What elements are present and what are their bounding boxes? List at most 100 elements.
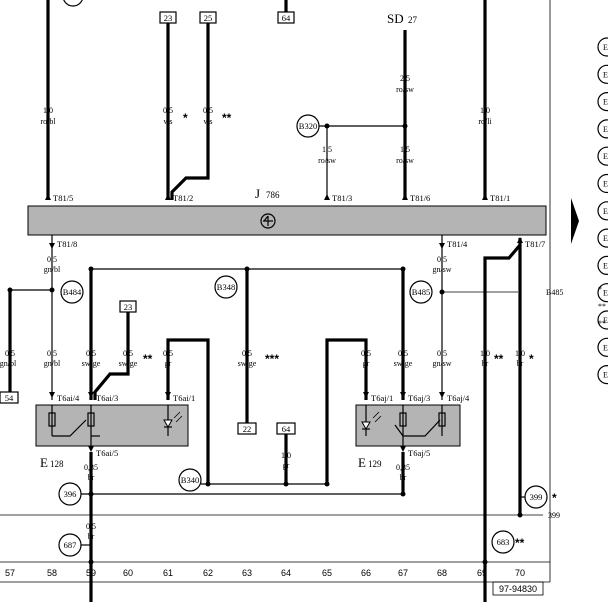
svg-text:0,5: 0,5 — [123, 349, 133, 358]
legend-circle — [597, 255, 608, 275]
svg-text:687: 687 — [64, 540, 77, 550]
svg-text:0,5: 0,5 — [361, 349, 371, 358]
svg-text:0,5: 0,5 — [47, 349, 57, 358]
wire-e129-br: 0,35 br — [396, 452, 410, 494]
switch-icon — [48, 405, 100, 437]
svg-text:ro/sw: ro/sw — [318, 156, 336, 165]
column-number: 65 — [322, 568, 332, 578]
svg-text:1,5: 1,5 — [322, 145, 332, 154]
svg-text:B484: B484 — [63, 287, 82, 297]
switch-icon-2 — [394, 405, 446, 437]
legend-item: E — [603, 371, 608, 380]
svg-text:gn/bl: gn/bl — [44, 265, 61, 274]
svg-text:0,5: 0,5 — [5, 349, 15, 358]
star-double: ** — [222, 111, 232, 125]
legend-circle — [597, 92, 608, 112]
legend-circle — [597, 173, 608, 194]
wire-col70: 1,0 br — [515, 349, 525, 368]
legend-item: E — [603, 207, 608, 216]
svg-text:0,5: 0,5 — [86, 522, 96, 531]
legend-circle — [597, 64, 608, 84]
wire-col67: 0,5 sw/ge — [394, 269, 413, 400]
svg-text:ro/bl: ro/bl — [40, 117, 56, 126]
svg-text:ro/li: ro/li — [478, 117, 492, 126]
pins-e128: T6ai/4 T6ai/3 T6ai/1 — [49, 392, 195, 403]
legend-circle — [597, 337, 608, 357]
svg-text:0,5: 0,5 — [163, 349, 173, 358]
pin-T6aj-5: T6aj/5 — [408, 448, 430, 458]
star-single-3: * — [552, 491, 557, 505]
svg-text:T81/5: T81/5 — [53, 193, 73, 203]
svg-text:1,0: 1,0 — [43, 106, 53, 115]
svg-text:1,0: 1,0 — [480, 106, 490, 115]
svg-text:T81/4: T81/4 — [447, 239, 468, 249]
legend-mark: * — [598, 285, 602, 294]
star-double-2: ** — [143, 352, 153, 366]
diagram-code: 97-94830 — [499, 584, 537, 594]
svg-text:683: 683 — [497, 537, 510, 547]
component-e128: E — [40, 455, 48, 470]
wire-col57: 0,5 gn/bl — [0, 349, 17, 368]
wire-col61: 0,5 gr — [163, 338, 210, 486]
svg-text:T81/1: T81/1 — [490, 193, 510, 203]
legend-item: E — [603, 234, 608, 243]
component-sd: SD — [387, 11, 404, 26]
wire-col66: 0,5 gr — [325, 338, 371, 484]
legend-item: E — [603, 343, 608, 352]
led-icon-2 — [361, 405, 382, 436]
legend-circle — [597, 146, 608, 166]
legend-item: E — [603, 289, 608, 298]
ref-box-22 — [237, 422, 257, 435]
wire-ro-sw-sd: 2,5 ro/sw 1,5 ro/sw — [396, 30, 414, 200]
ref-25: 25 — [204, 13, 213, 23]
svg-text:T6aj/4: T6aj/4 — [447, 393, 470, 403]
legend-item: E — [603, 180, 608, 189]
legend-item: E — [603, 261, 608, 270]
svg-text:gr: gr — [283, 461, 290, 470]
svg-text:T81/3: T81/3 — [332, 193, 352, 203]
svg-text:gn/sw: gn/sw — [432, 359, 451, 368]
svg-text:399: 399 — [530, 492, 543, 502]
column-number: 57 — [5, 568, 15, 578]
legend-item: E — [603, 43, 608, 52]
column-number: 58 — [47, 568, 57, 578]
component-e129-sub: 129 — [368, 459, 382, 469]
legend-circle — [597, 310, 608, 330]
svg-text:br: br — [88, 473, 95, 482]
connection-B348 — [214, 275, 238, 299]
wire-col68: 0,5 gn/sw — [432, 349, 451, 368]
star-double-4: ** — [515, 536, 525, 550]
wire-ro-sw-b320: 1,5 ro/sw — [318, 126, 336, 200]
svg-text:ws: ws — [204, 117, 213, 126]
legend-circle — [597, 201, 608, 221]
svg-text:br: br — [88, 532, 95, 541]
svg-text:T6aj/3: T6aj/3 — [408, 393, 430, 403]
svg-text:B485: B485 — [412, 287, 430, 297]
svg-text:sw/ge: sw/ge — [394, 359, 413, 368]
svg-text:T6ai/1: T6ai/1 — [173, 393, 195, 403]
column-number: 62 — [203, 568, 213, 578]
svg-text:gn/bl: gn/bl — [0, 359, 17, 368]
svg-text:0,5: 0,5 — [203, 106, 213, 115]
column-number: 66 — [361, 568, 371, 578]
star-single-2: * — [529, 352, 534, 366]
wire-ws-right: 0,5 ws — [170, 23, 213, 200]
star-triple: *** — [265, 352, 279, 366]
ref-box-54 — [0, 391, 19, 404]
partial-circle-top — [63, 0, 83, 7]
diagram-code-box — [492, 581, 544, 596]
side-label-399: 399 — [548, 511, 560, 520]
wire-col64: 1,0 gr — [281, 434, 291, 484]
wire-ro-li: 1,0 ro/li — [478, 0, 492, 200]
column-number: 64 — [281, 568, 291, 578]
svg-text:0,5: 0,5 — [437, 255, 447, 264]
svg-text:sw/ge: sw/ge — [119, 359, 138, 368]
side-label-B485: B485 — [546, 288, 563, 297]
legend-item: E — [603, 316, 608, 325]
svg-text:gn/sw: gn/sw — [432, 265, 451, 274]
column-number: 69 — [477, 568, 487, 578]
connection-683 — [491, 530, 515, 554]
svg-text:br: br — [482, 359, 489, 368]
column-number: 60 — [123, 568, 133, 578]
